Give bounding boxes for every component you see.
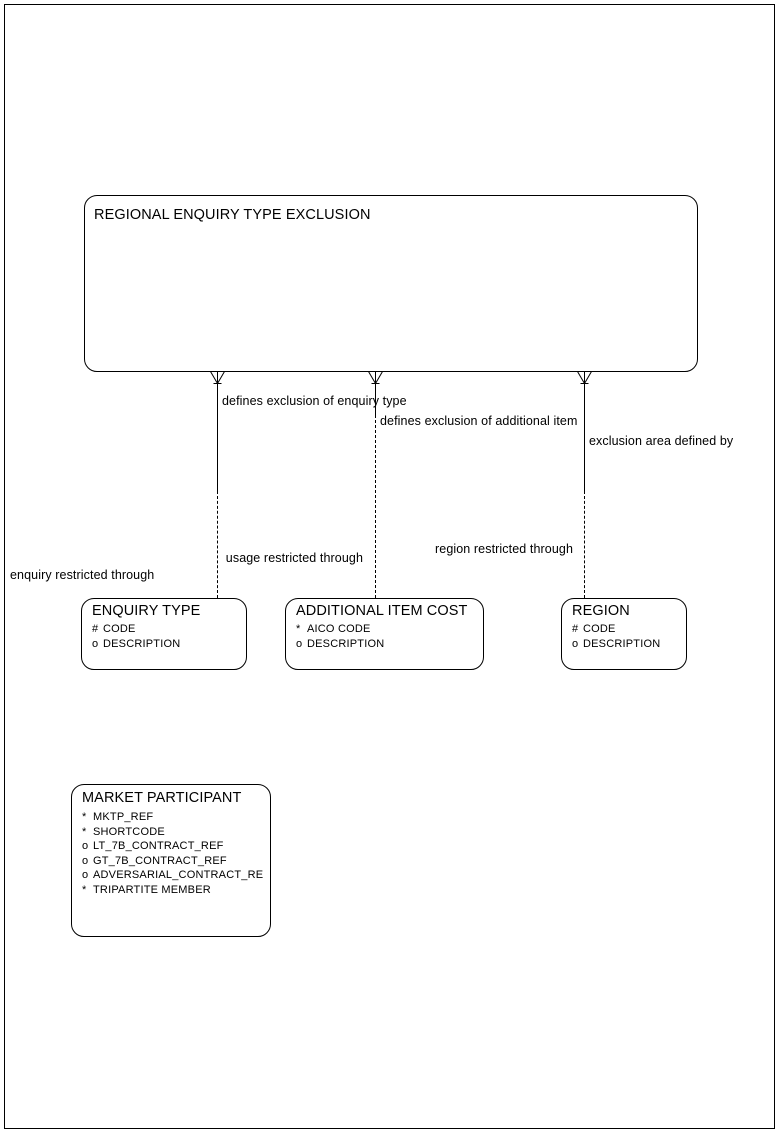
attribute-marker: o <box>296 637 303 650</box>
crowsfoot-many-icon-enquiry-type <box>209 371 226 385</box>
attribute-name: SHORTCODE <box>93 825 165 838</box>
relationship-label-defines-exclusion-of-enquiry-type: defines exclusion of enquiry type <box>222 394 407 408</box>
relationship-line-region-solid <box>584 383 585 491</box>
attribute-row: o DESCRIPTION <box>296 637 483 652</box>
attribute-name: MKTP_REF <box>93 811 154 823</box>
attribute-row: o ADVERSARIAL_CONTRACT_RE <box>82 868 270 883</box>
attribute-row: o DESCRIPTION <box>572 637 686 652</box>
attribute-row: o DESCRIPTION <box>92 637 246 652</box>
entity-title: REGIONAL ENQUIRY TYPE EXCLUSION <box>94 207 371 223</box>
attribute-row: * SHORTCODE <box>82 825 270 840</box>
relationship-line-additional-item-dashed <box>375 415 376 598</box>
attribute-marker: * <box>82 811 87 823</box>
attribute-name: CODE <box>583 623 616 635</box>
attribute-name: DESCRIPTION <box>583 637 661 650</box>
attribute-row: # CODE <box>92 622 246 637</box>
attribute-row: * TRIPARTITE MEMBER <box>82 883 270 898</box>
attribute-list: * AICO CODE o DESCRIPTION <box>296 622 483 652</box>
attribute-marker: o <box>572 637 579 650</box>
attribute-name: TRIPARTITE MEMBER <box>93 883 211 896</box>
entity-region[interactable]: REGION # CODE o DESCRIPTION <box>561 598 687 670</box>
entity-title: ENQUIRY TYPE <box>92 603 201 619</box>
relationship-line-enquiry-type-dashed <box>217 491 218 598</box>
attribute-marker: * <box>296 623 301 635</box>
relationship-label-usage-restricted-through: usage restricted through <box>225 551 363 565</box>
entity-enquiry-type[interactable]: ENQUIRY TYPE # CODE o DESCRIPTION <box>81 598 247 670</box>
page-border <box>4 4 775 1129</box>
crowsfoot-many-icon-additional-item-cost <box>367 371 384 385</box>
entity-regional-enquiry-type-exclusion[interactable]: REGIONAL ENQUIRY TYPE EXCLUSION <box>84 195 698 372</box>
attribute-name: GT_7B_CONTRACT_REF <box>93 854 227 867</box>
attribute-name: CODE <box>103 623 136 635</box>
entity-title: MARKET PARTICIPANT <box>82 790 242 806</box>
attribute-row: # CODE <box>572 622 686 637</box>
relationship-label-enquiry-restricted-through: enquiry restricted through <box>10 568 155 582</box>
attribute-marker: o <box>82 869 89 881</box>
attribute-row: o LT_7B_CONTRACT_REF <box>82 839 270 854</box>
relationship-line-enquiry-type-solid <box>217 383 218 491</box>
relationship-label-exclusion-area-defined-by: exclusion area defined by <box>589 434 734 448</box>
attribute-list: * MKTP_REF * SHORTCODE o LT_7B_CONTRACT_REF… <box>82 810 270 898</box>
attribute-marker: o <box>82 854 89 867</box>
attribute-name: LT_7B_CONTRACT_REF <box>93 840 224 852</box>
attribute-marker: o <box>82 840 89 852</box>
relationship-line-region-dashed <box>584 491 585 598</box>
attribute-marker: # <box>572 623 579 635</box>
attribute-marker: o <box>92 637 99 650</box>
attribute-name: DESCRIPTION <box>307 637 385 650</box>
attribute-list: # CODE o DESCRIPTION <box>572 622 686 652</box>
attribute-name: DESCRIPTION <box>103 637 181 650</box>
attribute-name: ADVERSARIAL_CONTRACT_RE <box>93 869 264 881</box>
attribute-marker: * <box>82 825 87 838</box>
entity-title: ADDITIONAL ITEM COST <box>296 603 468 619</box>
attribute-row: * AICO CODE <box>296 622 483 637</box>
relationship-line-additional-item-solid <box>375 383 376 415</box>
relationship-label-region-restricted-through: region restricted through <box>435 542 573 556</box>
attribute-marker: * <box>82 883 87 896</box>
attribute-name: AICO CODE <box>307 623 371 635</box>
entity-additional-item-cost[interactable]: ADDITIONAL ITEM COST * AICO CODE o DESCRIP… <box>285 598 484 670</box>
attribute-marker: # <box>92 623 99 635</box>
relationship-label-defines-exclusion-of-additional-item: defines exclusion of additional item <box>380 414 578 428</box>
attribute-row: * MKTP_REF <box>82 810 270 825</box>
entity-market-participant[interactable]: MARKET PARTICIPANT * MKTP_REF * SHORTCODE … <box>71 784 271 937</box>
entity-title: REGION <box>572 603 630 619</box>
attribute-list: # CODE o DESCRIPTION <box>92 622 246 652</box>
attribute-row: o GT_7B_CONTRACT_REF <box>82 854 270 869</box>
